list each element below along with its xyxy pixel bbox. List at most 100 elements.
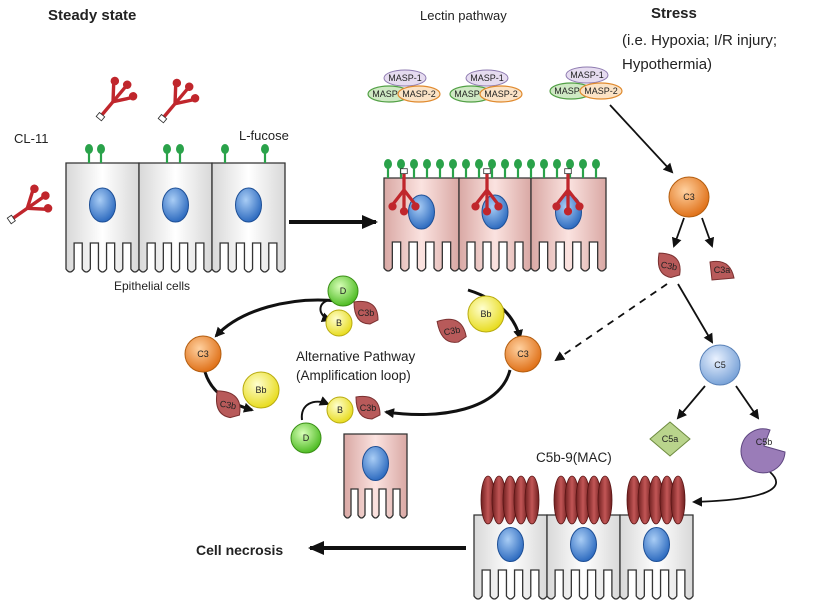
- mac-subunit: [524, 475, 540, 525]
- factor-b-bottom: B: [326, 396, 354, 424]
- fucose-head: [475, 159, 483, 169]
- mac-label: C5b-9(MAC): [536, 450, 612, 465]
- fucose-head: [566, 159, 574, 169]
- c3-molecule-left-shape: [184, 335, 222, 373]
- lectin-pathway-title: Lectin pathway: [420, 8, 507, 23]
- c3a-shape: [709, 260, 735, 281]
- c5b-label: C5b: [756, 437, 773, 447]
- steady-cell-2: [138, 162, 213, 273]
- c5a-label: C5a: [662, 434, 679, 444]
- fucose-head: [592, 159, 600, 169]
- nucleus: [643, 527, 670, 562]
- c5b-shape: [740, 428, 786, 474]
- c3b-label: C3b: [660, 260, 678, 273]
- masp1-label: MASP-1: [470, 73, 504, 83]
- masp3-label: MASP-3: [454, 89, 488, 99]
- fucose-head: [163, 144, 171, 154]
- mac-cell-1: [473, 514, 548, 600]
- c3-molecule-cascade: C3: [668, 176, 710, 218]
- factor-b-bottom-shape: [326, 396, 354, 424]
- c3b-bottom: C3b: [355, 395, 381, 420]
- c3b-label: C3b: [358, 308, 375, 318]
- fucose-head: [514, 159, 522, 169]
- mac-pore-1: [480, 475, 540, 525]
- mac-epithelium: [473, 514, 694, 600]
- factor-b-top: B: [325, 309, 353, 337]
- c5b-to-mac-arrow: [692, 471, 777, 507]
- nucleus: [570, 527, 597, 562]
- c3-molecule-cascade-shape: [668, 176, 710, 218]
- factor-d-bottom-label: D: [303, 433, 310, 443]
- lectin-cell-2: [458, 177, 532, 272]
- fucose-head: [436, 159, 444, 169]
- mac-subunit: [597, 475, 613, 525]
- c3-molecule-cascade-label: C3: [683, 192, 695, 202]
- fucose-head: [410, 159, 418, 169]
- c3b-label: C3b: [219, 399, 237, 412]
- cl11-label: CL-11: [14, 131, 48, 146]
- lectin-to-c3-arrow: [609, 104, 674, 174]
- c3b-right: C3b: [436, 318, 467, 343]
- fucose-head: [527, 159, 535, 169]
- masp2-ellipse: [479, 85, 523, 103]
- c3a-fragment: C3a: [709, 260, 735, 281]
- c3b-shape: [353, 300, 379, 325]
- mac-subunit: [670, 475, 686, 525]
- factor-bb-bottom-shape: [242, 371, 280, 409]
- masp1-ellipse: [465, 69, 509, 87]
- c5-molecule-label: C5: [714, 360, 726, 370]
- c3b-shape: [216, 390, 241, 419]
- fucose-head: [176, 144, 184, 154]
- stress-line-2: Hypothermia): [622, 56, 712, 73]
- steady-state-epithelium: [65, 144, 286, 273]
- masp1-label: MASP-1: [570, 70, 604, 80]
- factor-bb-right: Bb: [467, 295, 505, 333]
- c5a-shape: [649, 421, 691, 457]
- loop-arc-top-left: [214, 298, 339, 338]
- c3b-top: C3b: [353, 300, 379, 325]
- alt-pathway-line-2: (Amplification loop): [296, 368, 411, 383]
- nucleus: [362, 446, 389, 481]
- c3-to-c3b-arrow: [671, 217, 685, 248]
- cl11-molecule-2: [157, 78, 200, 124]
- steady-cell-3: [211, 162, 286, 273]
- factor-d-bottom: D: [290, 422, 322, 454]
- lectin-cl11-1: [388, 168, 420, 216]
- c5a-fragment: C5a: [649, 421, 691, 457]
- c3b-shape: [355, 395, 381, 420]
- fucose-head: [579, 159, 587, 169]
- nucleus: [497, 527, 524, 562]
- c3b-cascade: C3b: [657, 252, 681, 279]
- c3b-label: C3b: [443, 325, 461, 338]
- lfucose-label: L-fucose: [239, 128, 289, 143]
- cell-necrosis-label: Cell necrosis: [196, 542, 283, 558]
- fucose-head: [501, 159, 509, 169]
- stress-line-1: (i.e. Hypoxia; I/R injury;: [622, 32, 777, 49]
- fucose-head: [423, 159, 431, 169]
- lectin-cl11-3: [552, 168, 584, 216]
- nucleus: [162, 187, 189, 223]
- lectin-cl11-2: [471, 168, 503, 216]
- steady-cell-1: [65, 162, 140, 273]
- fucose-head: [488, 159, 496, 169]
- masp1-ellipse: [565, 66, 609, 84]
- c3-molecule-right-shape: [504, 335, 542, 373]
- fucose-head: [540, 159, 548, 169]
- alt-pathway-line-1: Alternative Pathway: [296, 349, 416, 364]
- mac-cell-3: [619, 514, 694, 600]
- cl11-molecule-3: [6, 184, 53, 225]
- nucleus: [89, 187, 116, 223]
- factor-d-top: D: [327, 275, 359, 307]
- factor-d-top-shape: [327, 275, 359, 307]
- masp2-label: MASP-2: [484, 89, 518, 99]
- c5-to-c5a-arrow: [676, 385, 706, 420]
- masp3-label: MASP-3: [372, 89, 406, 99]
- masp2-label: MASP-2: [402, 89, 436, 99]
- factor-b-top-label: B: [336, 318, 342, 328]
- masp1-label: MASP-1: [388, 73, 422, 83]
- masp2-ellipse: [397, 85, 441, 103]
- c5-molecule-shape: [699, 344, 741, 386]
